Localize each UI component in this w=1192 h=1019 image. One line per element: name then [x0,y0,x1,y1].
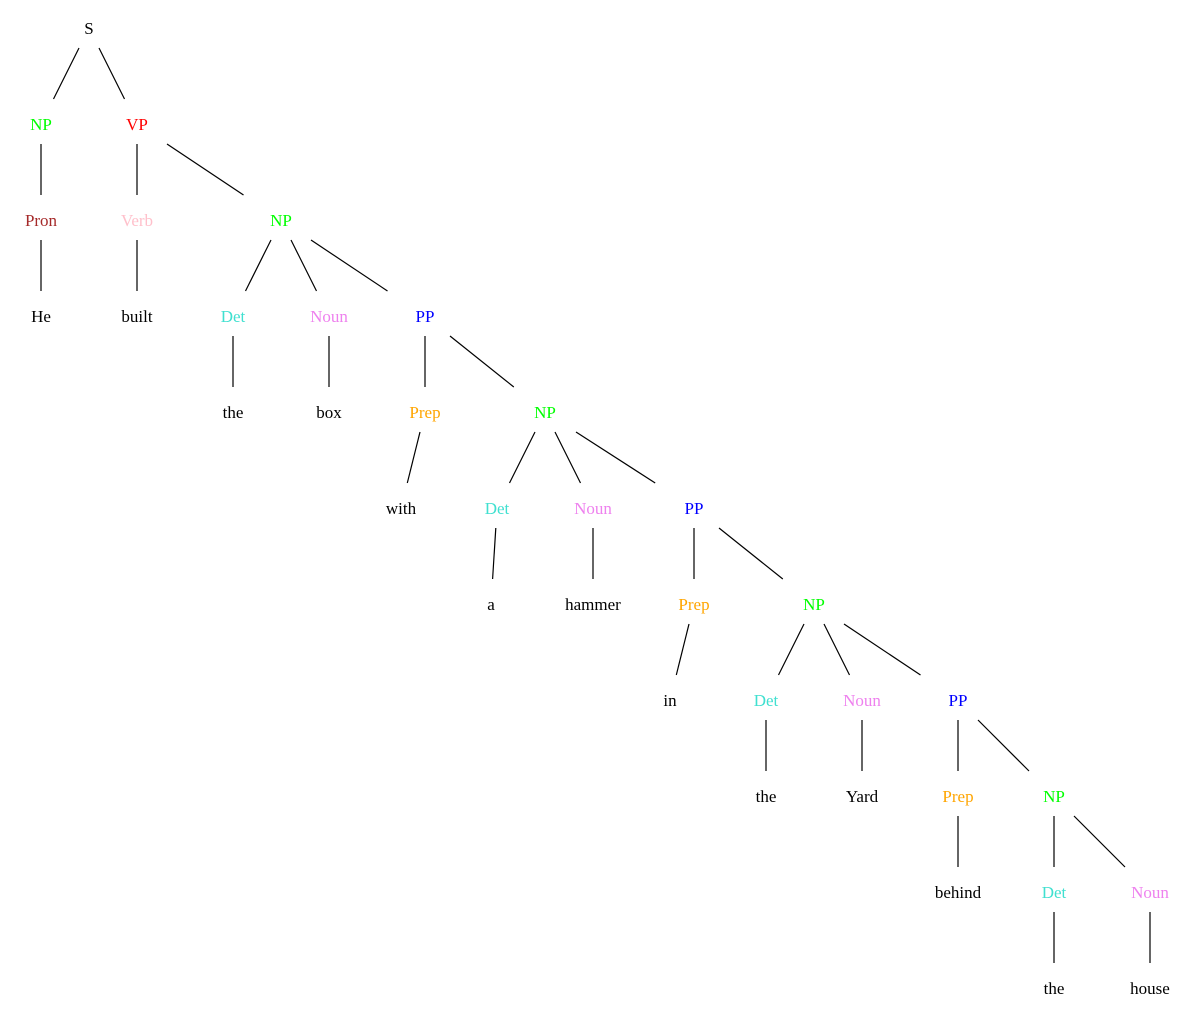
node-pp: PP [416,307,435,326]
word-house: house [1130,979,1170,998]
node-np: NP [803,595,825,614]
word-in: in [663,691,677,710]
word-yard: Yard [846,787,879,806]
tree-edge [310,239,388,292]
node-noun: Noun [843,691,881,710]
tree-nodes: SNPPronHeVPVerbbuiltNPDettheNounboxPPPre… [25,19,1170,998]
tree-edge [166,143,244,196]
tree-edge [575,431,656,484]
tree-edge [508,431,536,484]
tree-edge [777,623,805,676]
node-noun: Noun [310,307,348,326]
word-the: the [1044,979,1065,998]
tree-edge [1073,815,1126,868]
node-det: Det [485,499,510,518]
node-prep: Prep [409,403,440,422]
word-hammer: hammer [565,595,621,614]
tree-edge [675,623,690,676]
tree-edge [52,47,80,100]
tree-edge [554,431,582,484]
node-prep: Prep [942,787,973,806]
word-the: the [223,403,244,422]
node-pron: Pron [25,211,58,230]
word-with: with [386,499,417,518]
node-noun: Noun [574,499,612,518]
tree-edge [98,47,126,100]
word-behind: behind [935,883,982,902]
tree-edge [492,527,497,580]
tree-edge [823,623,851,676]
node-noun: Noun [1131,883,1169,902]
word-box: box [316,403,342,422]
node-s: S [84,19,93,38]
tree-edge [244,239,272,292]
word-he: He [31,307,51,326]
word-built: built [121,307,152,326]
node-vp: VP [126,115,148,134]
tree-edge [718,527,784,580]
word-the: the [756,787,777,806]
node-det: Det [754,691,779,710]
tree-edge [290,239,318,292]
node-np: NP [30,115,52,134]
node-np: NP [1043,787,1065,806]
tree-edge [406,431,421,484]
node-pp: PP [685,499,704,518]
node-verb: Verb [121,211,153,230]
node-pp: PP [949,691,968,710]
tree-edge [977,719,1030,772]
tree-edges [40,47,1151,963]
node-det: Det [221,307,246,326]
node-det: Det [1042,883,1067,902]
node-np: NP [534,403,556,422]
tree-edge [843,623,921,676]
node-prep: Prep [678,595,709,614]
word-a: a [487,595,495,614]
node-np: NP [270,211,292,230]
tree-edge [449,335,515,388]
